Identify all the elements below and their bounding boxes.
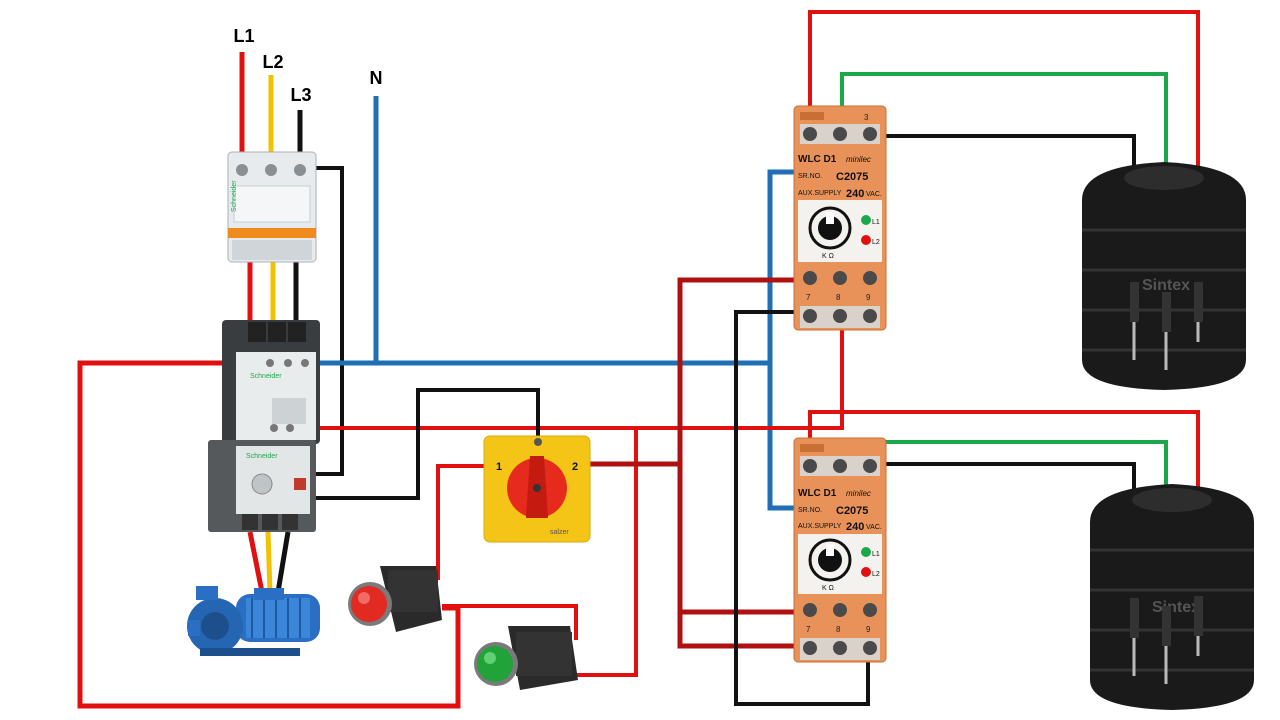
controller-1-serial: C2075 (836, 171, 868, 183)
controller-1-top-term-3: 3 (864, 113, 869, 122)
controller-2-vac: VAC. (866, 524, 882, 531)
controller-1-led2: L2 (872, 239, 880, 246)
water-tank-lower: Sintex (1090, 484, 1254, 710)
controller-2-voltage: 240 (846, 521, 864, 533)
controller-1-aux: AUX.SUPPLY (798, 190, 842, 197)
controller-1-bot-term-7: 7 (806, 293, 811, 302)
red-push-button-icon (348, 566, 442, 632)
controller-1-led1: L1 (872, 219, 880, 226)
wire-stop-start (442, 604, 578, 640)
selector-pos2: 2 (572, 461, 578, 473)
wire-neutral-to-controllers (376, 169, 845, 366)
controller-2-brand: minilec (846, 489, 871, 498)
controller-1-voltage: 240 (846, 188, 864, 200)
controller-1-bot-term-8: 8 (836, 293, 841, 302)
selector-pos1: 1 (496, 461, 502, 473)
controller-1-unit: K Ω (822, 253, 834, 260)
wire-selector-pos2-lower (677, 464, 808, 615)
wire-l3-control (300, 166, 344, 476)
controller-2-bot-term-8: 8 (836, 625, 841, 634)
controller-2-led1: L1 (872, 551, 880, 558)
selector-maker: salzer (550, 529, 569, 536)
controller-2-aux: AUX.SUPPLY (798, 523, 842, 530)
controller-1-vac: VAC. (866, 191, 882, 198)
controller-2-serial: C2075 (836, 505, 868, 517)
contactor-icon: Schneider (222, 320, 320, 444)
wire-pump-w (275, 531, 291, 593)
controller-1-bot-term-9: 9 (866, 293, 871, 302)
wire-pump-v (265, 531, 273, 593)
controller-1-model: WLC D1 (798, 154, 837, 165)
level-controller-2: WLC D1 minilec SR.NO. C2075 AUX.SUPPLY 2… (793, 437, 887, 663)
controller-2-srno: SR.NO. (798, 507, 822, 514)
controller-2-bot-term-9: 9 (866, 625, 871, 634)
overload-brand: Schneider (246, 453, 278, 460)
tank-lower-brand: Sintex (1152, 599, 1200, 616)
controller-2-led2: L2 (872, 571, 880, 578)
wire-controller-loop (734, 310, 870, 706)
level-controller-1: 3 WLC D1 minilec SR.NO. C2075 AUX.SUPPLY… (793, 105, 887, 331)
label-l1: L1 (233, 26, 254, 46)
wire-aux-controllers (636, 326, 844, 430)
label-l3: L3 (290, 85, 311, 105)
wire-selector-common (298, 388, 540, 500)
overload-relay-icon: Schneider (208, 440, 316, 532)
wire-controllers-link (677, 612, 808, 649)
water-tank-upper: Sintex (1082, 162, 1246, 390)
label-n: N (370, 68, 383, 88)
wire-pump-u (247, 531, 265, 593)
label-l2: L2 (262, 52, 283, 72)
wire-selector-pos2 (590, 277, 811, 467)
controller-2-bot-term-7: 7 (806, 625, 811, 634)
selector-switch-icon: 1 2 salzer (483, 435, 591, 543)
contactor-brand: Schneider (250, 373, 282, 380)
circuit-breaker-icon: Schneider (227, 151, 317, 263)
wire-upper-probe-red (808, 10, 1200, 290)
water-pump-icon (187, 586, 320, 656)
tank-upper-brand: Sintex (1142, 277, 1190, 294)
green-push-button-icon (474, 626, 578, 690)
wire-stop-selector (420, 464, 488, 580)
controller-2-model: WLC D1 (798, 488, 837, 499)
controller-1-brand: minilec (846, 155, 871, 164)
controller-1-srno: SR.NO. (798, 173, 822, 180)
controller-2-unit: K Ω (822, 585, 834, 592)
mcb-brand: Schneider (231, 180, 238, 212)
